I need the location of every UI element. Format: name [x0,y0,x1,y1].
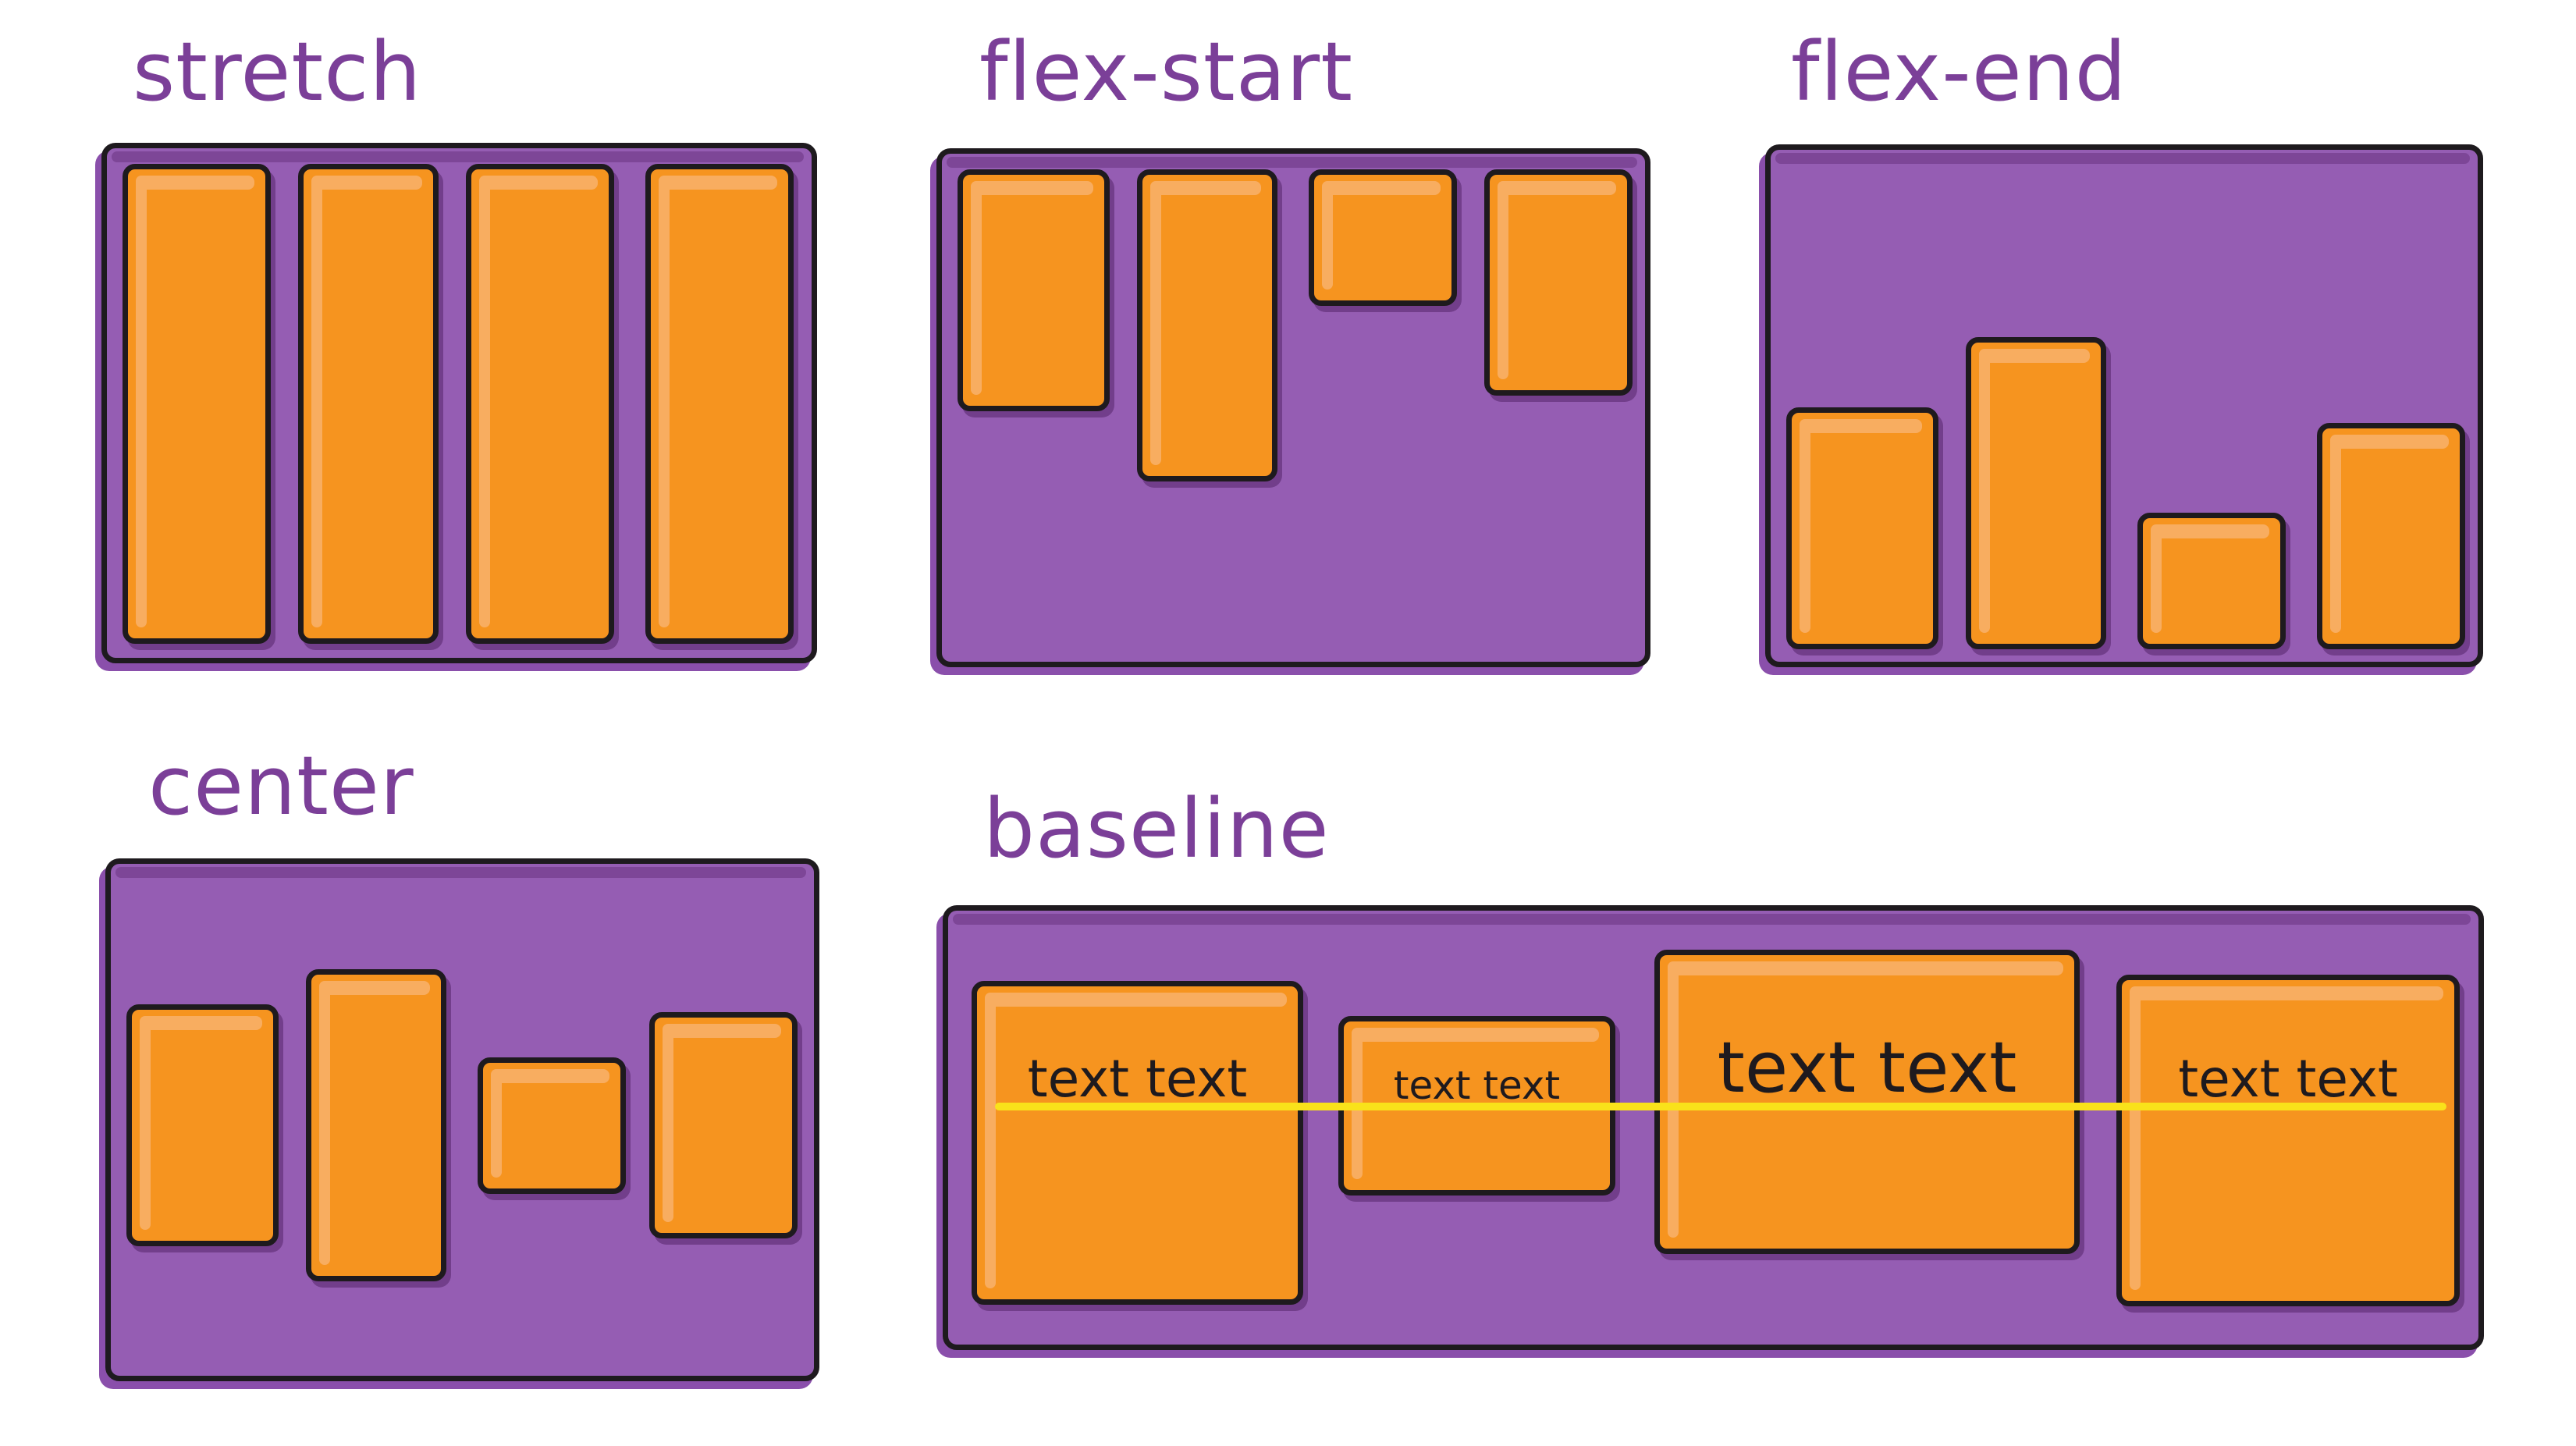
flex-start-container [936,148,1650,667]
flex-end-container [1765,144,2483,667]
flex-start-item-1 [958,169,1110,411]
center-item-2 [306,969,446,1281]
center-title: center [148,738,414,833]
flex-end-title: flex-end [1791,24,2127,119]
baseline-item-3: text text [1654,950,2080,1254]
stretch-item-3 [466,164,614,644]
center-item-1 [126,1004,279,1246]
baseline-item-4-text: text text [2178,1049,2398,1109]
flex-start-title: flex-start [979,24,1353,119]
center-item-4 [649,1012,798,1238]
baseline-item-1-text: text text [1027,1049,1248,1109]
flex-end-item-4 [2317,423,2465,649]
baseline-item-4: text text [2116,975,2460,1306]
baseline-item-1: text text [972,981,1303,1305]
flex-start-item-3 [1309,169,1457,306]
center-item-3 [478,1057,626,1194]
baseline-container: text text text text text text text text [943,905,2484,1350]
stretch-container [101,143,817,663]
flex-start-item-2 [1137,169,1277,481]
baseline-item-3-text: text text [1717,1027,2017,1109]
baseline-line [995,1103,2446,1110]
baseline-title: baseline [983,781,1330,876]
stretch-item-2 [298,164,439,644]
flex-end-item-2 [1966,337,2106,649]
stretch-title: stretch [133,24,422,119]
stretch-item-1 [123,164,271,644]
flex-start-item-4 [1484,169,1633,396]
baseline-item-2-text: text text [1393,1063,1561,1108]
flex-end-item-3 [2137,513,2286,649]
stretch-item-4 [645,164,794,644]
center-container [105,858,819,1381]
flex-end-item-1 [1786,407,1938,649]
